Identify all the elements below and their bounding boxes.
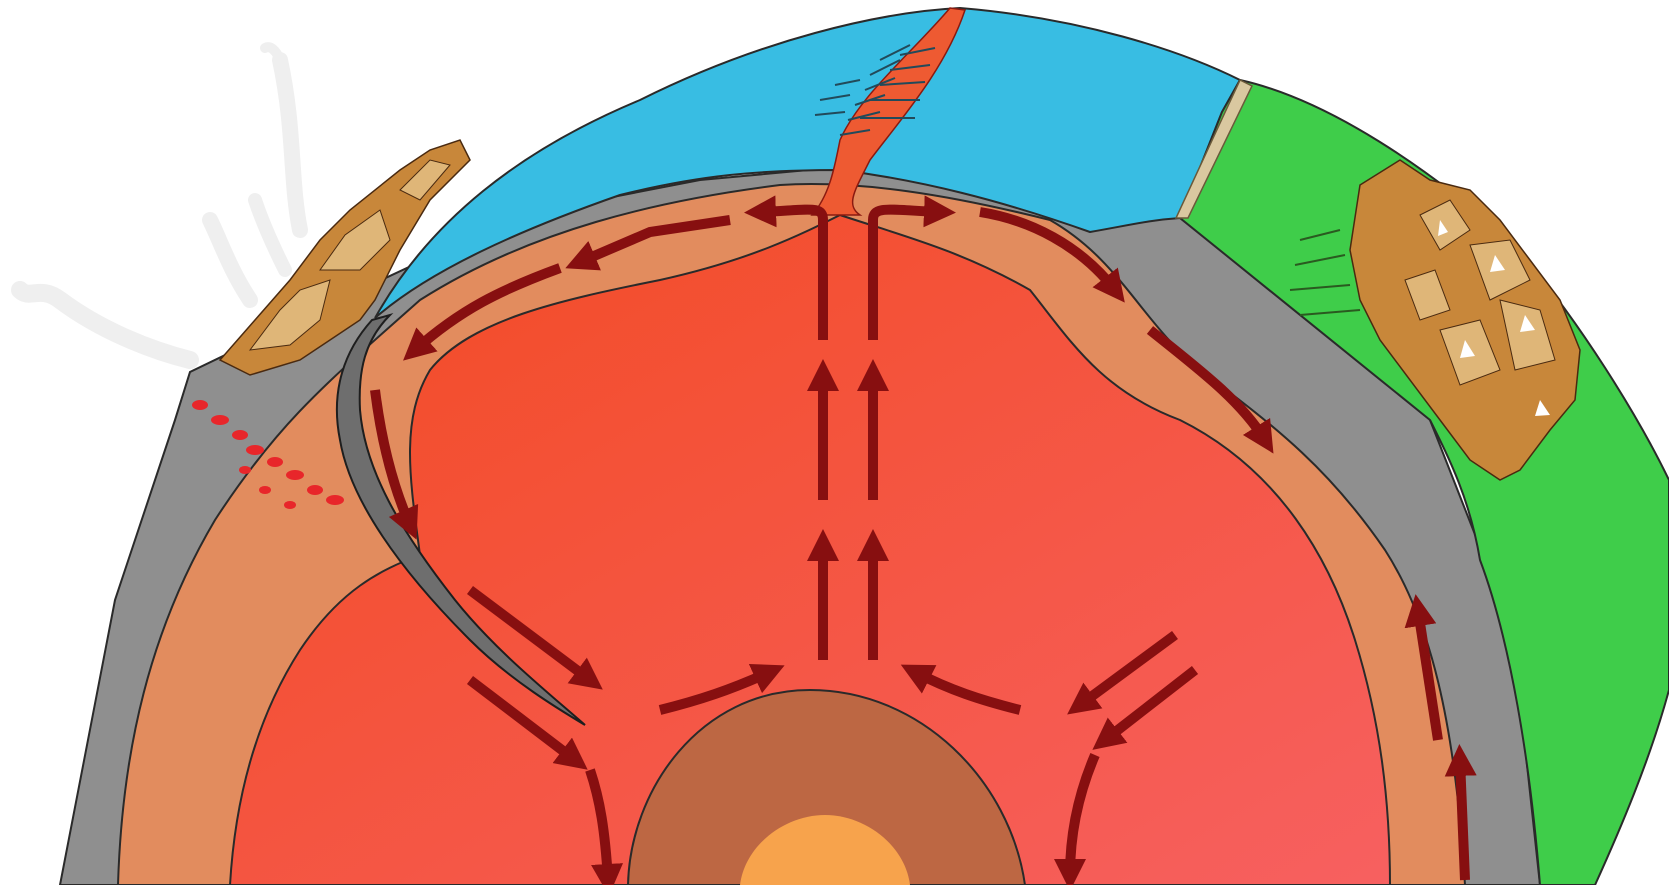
convection-arrow-icon <box>1460 760 1465 880</box>
volcanic-steam <box>20 47 300 360</box>
